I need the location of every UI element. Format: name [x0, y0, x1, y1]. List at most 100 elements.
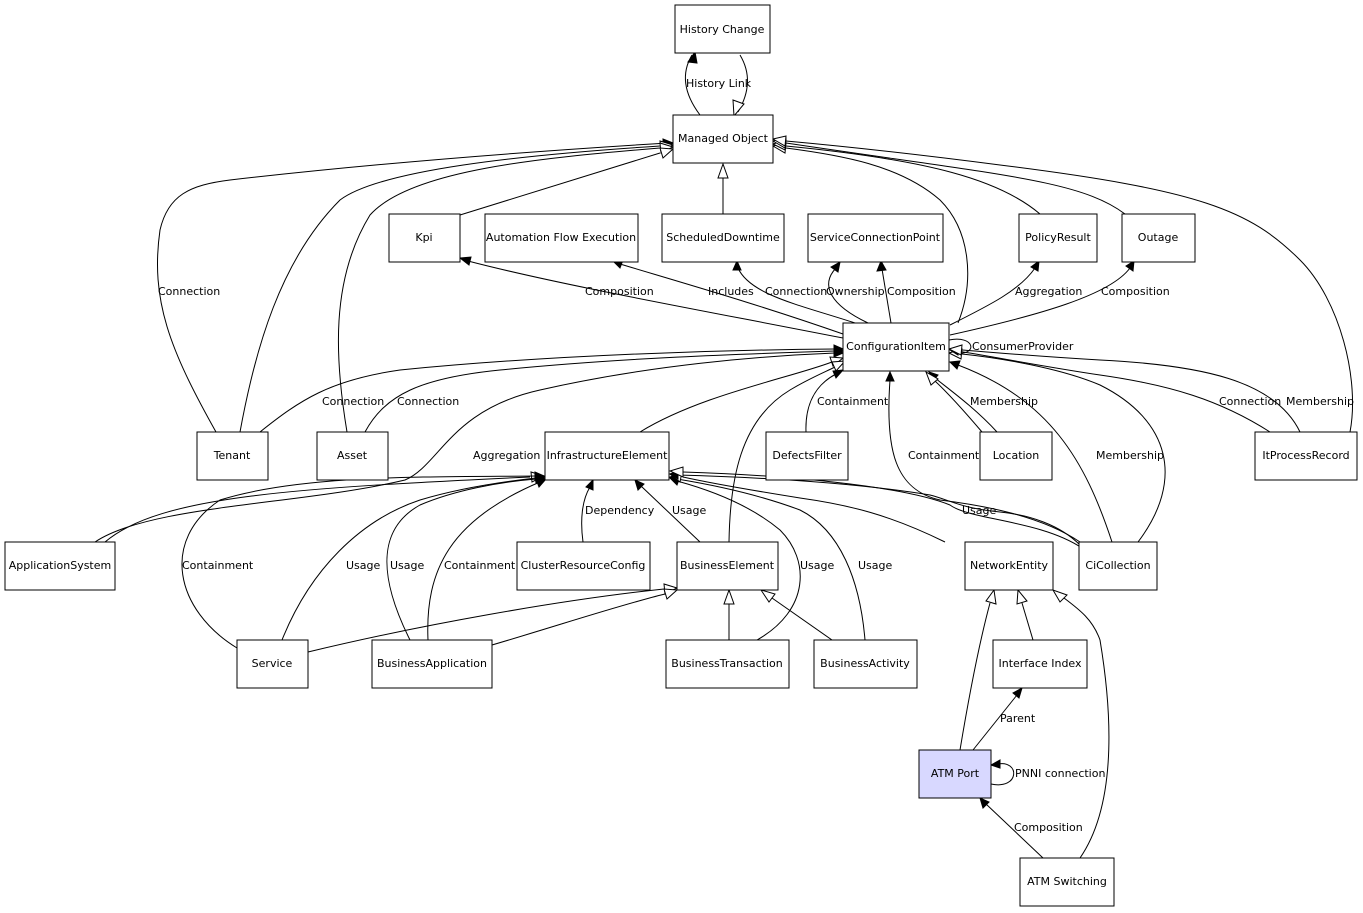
node-network-entity[interactable]: NetworkEntity [964, 541, 1054, 591]
label-membership-location: Membership [970, 395, 1038, 408]
node-label: ScheduledDowntime [666, 231, 780, 244]
edge-infra-generalization [639, 356, 845, 433]
edge-netentity-generalization [668, 471, 946, 543]
label-usage-cicoll: Usage [962, 504, 997, 517]
node-label: Managed Object [678, 132, 769, 145]
node-label: DefectsFilter [772, 449, 842, 462]
node-application-system[interactable]: ApplicationSystem [4, 541, 116, 591]
node-interface-index[interactable]: Interface Index [992, 639, 1088, 689]
label-pnni-connection: PNNI connection [1015, 767, 1105, 780]
edge-ci-composition-outage [949, 260, 1135, 336]
node-tenant[interactable]: Tenant [196, 431, 269, 481]
edge-atmswitch-generalization-netentity [1051, 589, 1110, 859]
edge-itpr-connection-ci [948, 346, 1271, 433]
label-usage-busapp: Usage [390, 559, 425, 572]
label-aggregation-policy: Aggregation [1015, 285, 1082, 298]
node-label: Outage [1138, 231, 1179, 244]
edge-ci-connection-scheduled [732, 259, 856, 324]
edge-atmswitch-composition-atmport [979, 797, 1044, 859]
node-atm-switching[interactable]: ATM Switching [1019, 857, 1115, 907]
node-label: ApplicationSystem [9, 559, 111, 572]
label-connection-scp: Connection [765, 285, 827, 298]
node-label: History Change [680, 23, 765, 36]
label-membership-itpr: Membership [1286, 395, 1354, 408]
edge-ci-aggregation-policy [949, 259, 1040, 326]
edge-buselem-usage-infra [634, 479, 701, 543]
label-dependency: Dependency [585, 504, 655, 517]
edge-outage-generalization [771, 137, 1126, 215]
edge-cicoll-containment-ci [885, 370, 1081, 543]
node-label: PolicyResult [1025, 231, 1091, 244]
node-label: InfrastructureElement [547, 449, 668, 462]
node-kpi[interactable]: Kpi [388, 213, 461, 263]
node-it-process-record[interactable]: ItProcessRecord [1254, 431, 1358, 481]
label-parent: Parent [1000, 712, 1036, 725]
edge-ci-composition-scp [876, 259, 892, 324]
node-service[interactable]: Service [236, 639, 309, 689]
label-composition-atm: Composition [1014, 821, 1083, 834]
label-history-link: History Link [686, 77, 752, 90]
node-automation-flow-execution[interactable]: Automation Flow Execution [484, 213, 639, 263]
label-usage-buselem: Usage [672, 504, 707, 517]
node-location[interactable]: Location [979, 431, 1053, 481]
node-service-connection-point[interactable]: ServiceConnectionPoint [807, 213, 944, 263]
node-atm-port[interactable]: ATM Port [918, 749, 992, 799]
node-label: BusinessActivity [820, 657, 910, 670]
node-label: ConfigurationItem [846, 340, 946, 353]
node-label: Asset [337, 449, 368, 462]
edge-atmport-generalization-netentity [959, 588, 997, 751]
node-policy-result[interactable]: PolicyResult [1018, 213, 1098, 263]
edge-location-generalization [925, 370, 983, 433]
node-label: Location [993, 449, 1040, 462]
node-label: BusinessApplication [377, 657, 487, 670]
label-composition-scp: Composition [887, 285, 956, 298]
label-includes: Includes [708, 285, 754, 298]
edge-asset-connection-ci [364, 346, 845, 433]
node-configuration-item[interactable]: ConfigurationItem [842, 322, 950, 372]
edge-busapp-generalization-buselem [491, 588, 679, 646]
edge-scheduled-downtime-generalization [717, 162, 729, 214]
node-label: ClusterResourceConfig [521, 559, 646, 572]
label-containment-service: Containment [182, 559, 254, 572]
node-label: ATM Port [931, 767, 980, 780]
edge-atmport-parent-ifindex [972, 686, 1023, 751]
edge-ifindex-generalization-netentity [1016, 588, 1034, 641]
label-connection-tenant-ci: Connection [322, 395, 384, 408]
edge-itpr-membership-ci [947, 344, 1301, 433]
label-containment-cicoll: Containment [908, 449, 980, 462]
edge-busapp-containment-infra [427, 478, 548, 641]
label-connection-tenant-mo: Connection [158, 285, 220, 298]
label-containment-defects: Containment [817, 395, 889, 408]
node-label: Service [252, 657, 293, 670]
edge-policy-result-generalization [771, 139, 1041, 215]
label-connection-asset-ci: Connection [397, 395, 459, 408]
node-business-application[interactable]: BusinessApplication [371, 639, 493, 689]
label-composition-kpi: Composition [585, 285, 654, 298]
node-outage[interactable]: Outage [1121, 213, 1196, 263]
edge-bustrans-generalization-buselem [723, 588, 735, 640]
node-asset[interactable]: Asset [316, 431, 389, 481]
node-label: BusinessTransaction [671, 657, 782, 670]
edge-ci-composition-kpi [458, 256, 844, 339]
edge-buselem-generalization [728, 360, 847, 543]
node-history-change[interactable]: History Change [674, 4, 771, 54]
label-usage-bustrans: Usage [800, 559, 835, 572]
node-infrastructure-element[interactable]: InfrastructureElement [544, 431, 670, 481]
edge-appsys-aggregation-ci [94, 348, 845, 543]
edge-defects-containment-ci [805, 369, 845, 433]
node-managed-object[interactable]: Managed Object [672, 114, 774, 164]
edge-cicoll-usage-infra [668, 470, 1081, 546]
node-cluster-resource-config[interactable]: ClusterResourceConfig [516, 541, 651, 591]
edges [94, 50, 1353, 859]
label-usage-service: Usage [346, 559, 381, 572]
node-label: BusinessElement [680, 559, 775, 572]
node-business-element[interactable]: BusinessElement [676, 541, 779, 591]
node-label: ServiceConnectionPoint [810, 231, 941, 244]
node-ci-collection[interactable]: CiCollection [1078, 541, 1158, 591]
node-scheduled-downtime[interactable]: ScheduledDowntime [661, 213, 785, 263]
nodes: History Change Managed Object Kpi Automa… [4, 4, 1358, 907]
node-defects-filter[interactable]: DefectsFilter [765, 431, 849, 481]
node-business-activity[interactable]: BusinessActivity [813, 639, 918, 689]
label-aggregation-appsys: Aggregation [473, 449, 540, 462]
node-business-transaction[interactable]: BusinessTransaction [665, 639, 790, 689]
